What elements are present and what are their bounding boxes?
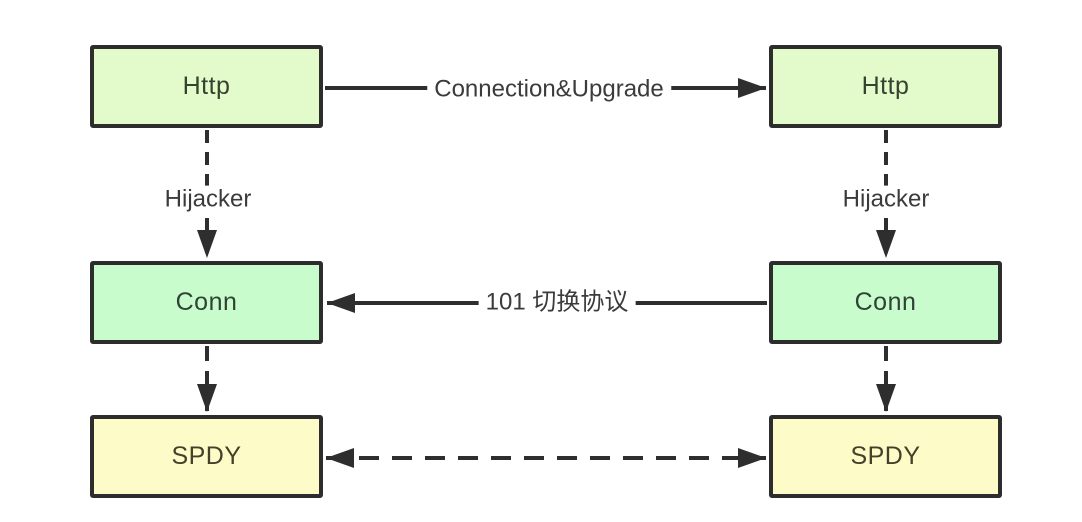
node-spdy-left: SPDY bbox=[90, 415, 323, 498]
node-http-left-label: Http bbox=[182, 72, 231, 100]
node-http-right: Http bbox=[769, 45, 1002, 128]
edge-label-connection-upgrade: Connection&Upgrade bbox=[427, 75, 671, 105]
node-conn-left-label: Conn bbox=[175, 288, 238, 316]
node-conn-right-label: Conn bbox=[854, 288, 917, 316]
node-spdy-left-label: SPDY bbox=[171, 442, 242, 470]
node-conn-left: Conn bbox=[90, 261, 323, 344]
edge-label-switch-protocol: 101 切换协议 bbox=[478, 288, 636, 318]
node-conn-right: Conn bbox=[769, 261, 1002, 344]
node-http-right-label: Http bbox=[861, 72, 910, 100]
node-http-left: Http bbox=[90, 45, 323, 128]
node-spdy-right-label: SPDY bbox=[850, 442, 921, 470]
edge-label-hijacker-left: Hijacker bbox=[157, 185, 259, 215]
node-spdy-right: SPDY bbox=[769, 415, 1002, 498]
edge-label-hijacker-right: Hijacker bbox=[835, 185, 937, 215]
